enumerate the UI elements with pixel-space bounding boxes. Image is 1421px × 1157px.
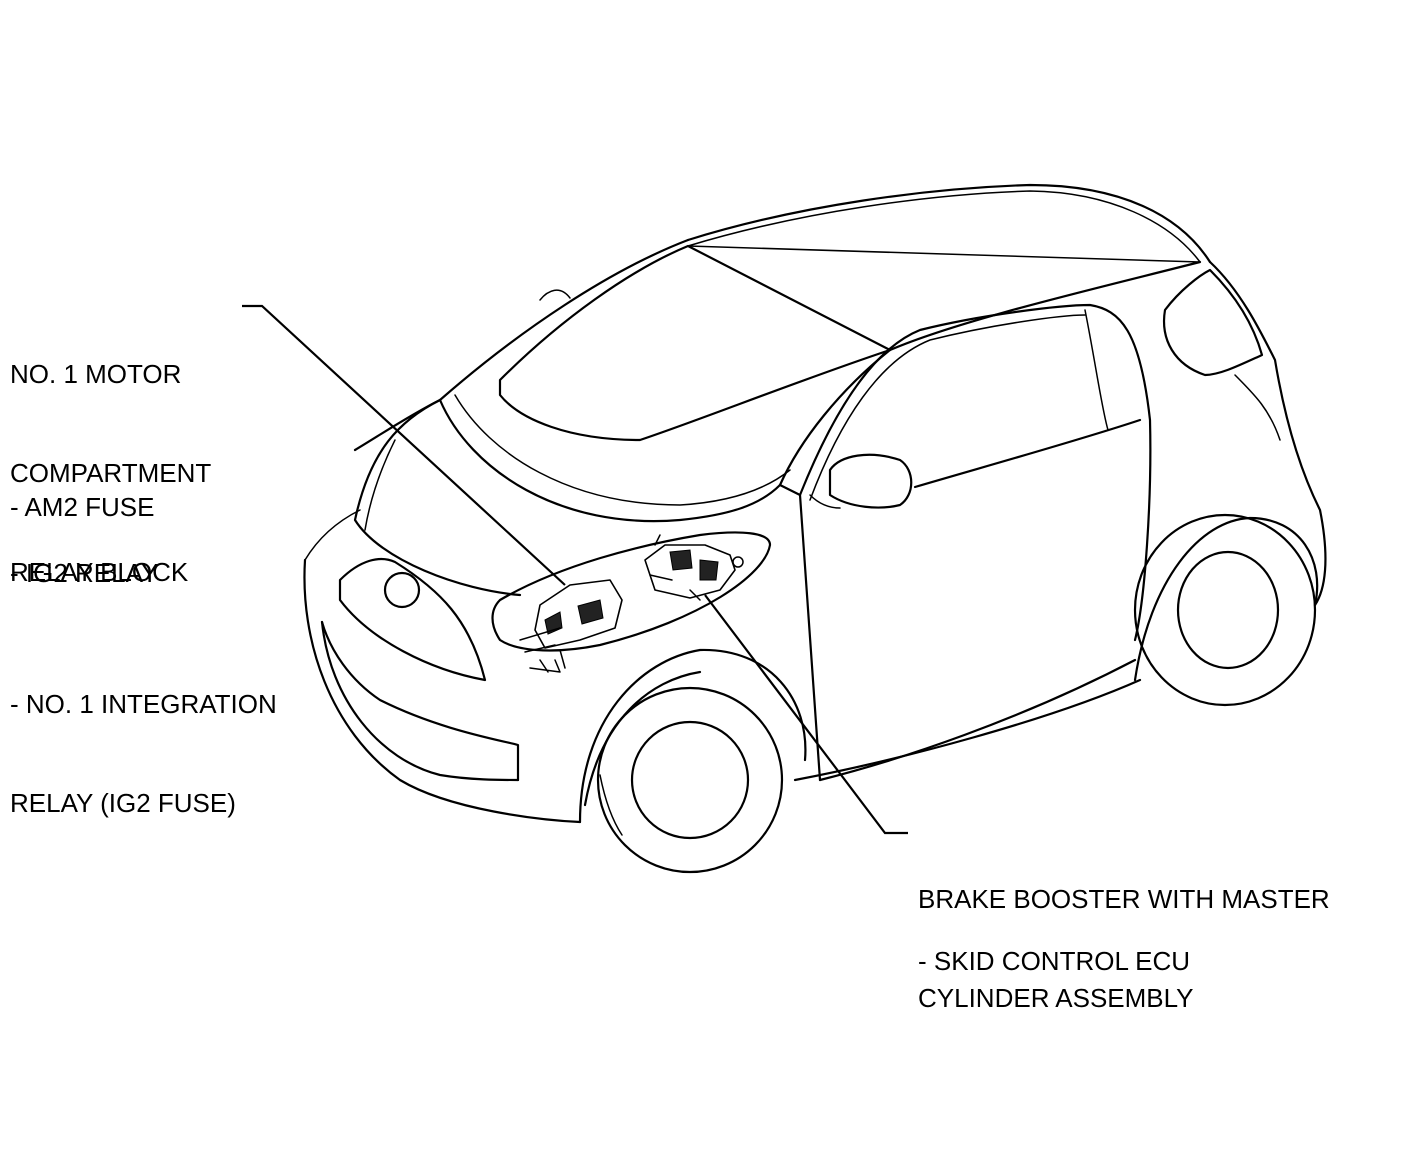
skid-control-ecu-label: - SKID CONTROL ECU: [918, 946, 1191, 976]
relay-block-label-line-1: NO. 1 MOTOR: [10, 359, 182, 389]
integration-relay-label: - NO. 1 INTEGRATION RELAY (IG2 FUSE): [10, 622, 277, 853]
ig2-relay-label: - IG2 RELAY: [10, 558, 159, 588]
relay-block-label-line-2: COMPARTMENT: [10, 458, 212, 488]
relay-block-label-line-3: RELAY BLOCK: [10, 557, 189, 587]
leader-brake-booster: [704, 594, 908, 835]
integration-relay-label-line-2: RELAY (IG2 FUSE): [10, 788, 236, 818]
brake-booster-label-line-2: CYLINDER ASSEMBLY: [918, 983, 1194, 1013]
integration-relay-label-line-1: - NO. 1 INTEGRATION: [10, 689, 277, 719]
brake-booster-label: BRAKE BOOSTER WITH MASTER CYLINDER ASSEM…: [918, 817, 1330, 1048]
leader-lines: [242, 304, 908, 835]
engine-compartment-cutaway: [491, 531, 772, 652]
leader-relay-block: [242, 304, 566, 586]
relay-block-component: [519, 579, 623, 673]
car-outline: [303, 183, 1327, 874]
brake-booster-label-line-1: BRAKE BOOSTER WITH MASTER: [918, 884, 1330, 914]
brake-booster-component: [644, 534, 744, 601]
am2-fuse-label: - AM2 FUSE: [10, 492, 155, 522]
relay-block-label: NO. 1 MOTOR COMPARTMENT RELAY BLOCK: [10, 292, 211, 622]
